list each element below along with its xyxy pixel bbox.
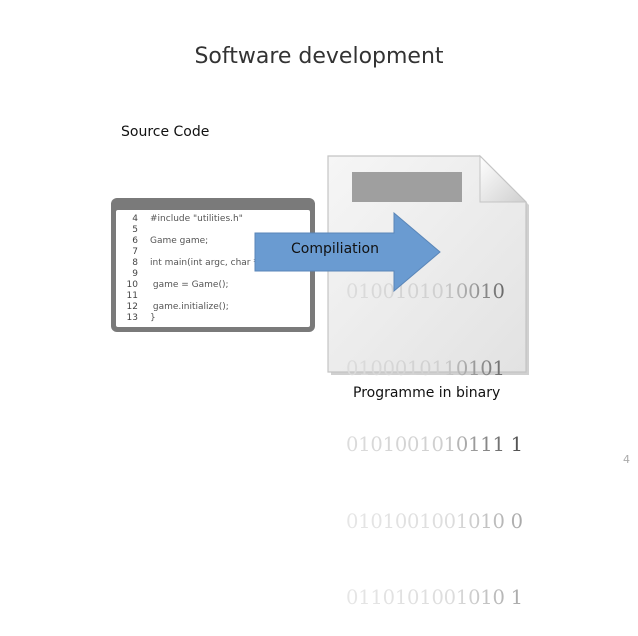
binary-document-icon	[327, 154, 529, 375]
source-code-label: Source Code	[121, 124, 210, 140]
line-text: #include "utilities.h"	[150, 214, 243, 224]
binary-line: 0100010110101	[346, 356, 523, 382]
slide-title: Software development	[194, 44, 444, 69]
code-line: 10 game = Game();	[116, 280, 229, 291]
line-number: 10	[126, 280, 138, 290]
binary-line: 0101001010111 1	[346, 433, 523, 456]
code-line: 7	[116, 247, 150, 258]
line-number: 5	[132, 225, 138, 235]
code-line: 5	[116, 225, 150, 236]
line-number: 7	[132, 247, 138, 257]
line-number: 8	[132, 258, 138, 268]
line-number: 12	[126, 302, 138, 312]
binary-line: 0101001001010 0	[346, 509, 523, 533]
line-text: Game game;	[150, 236, 209, 246]
code-line: 11	[116, 291, 150, 302]
code-line: 6 Game game;	[116, 236, 208, 247]
line-text: }	[150, 313, 156, 323]
code-line: 4 #include "utilities.h"	[116, 214, 243, 225]
code-line: 9	[116, 269, 150, 280]
binary-line: 0100101010010	[346, 279, 523, 305]
line-number: 9	[132, 269, 138, 279]
line-number: 11	[126, 291, 138, 301]
line-number: 6	[132, 236, 138, 246]
line-number: 13	[126, 313, 138, 323]
line-text: game = Game();	[150, 280, 229, 290]
code-line: 13}	[116, 313, 156, 324]
binary-line: 0110101001010 1	[346, 586, 523, 609]
compilation-label: Compiliation	[291, 241, 379, 257]
line-text: int main(int argc, char **	[150, 258, 263, 268]
line-text: game.initialize();	[150, 302, 229, 312]
line-number: 4	[132, 214, 138, 224]
compilation-arrow-icon	[254, 212, 441, 292]
binary-label: Programme in binary	[353, 385, 501, 401]
code-line: 12 game.initialize();	[116, 302, 229, 313]
page-number: 4	[623, 453, 630, 466]
code-line: 8 int main(int argc, char **	[116, 258, 262, 269]
